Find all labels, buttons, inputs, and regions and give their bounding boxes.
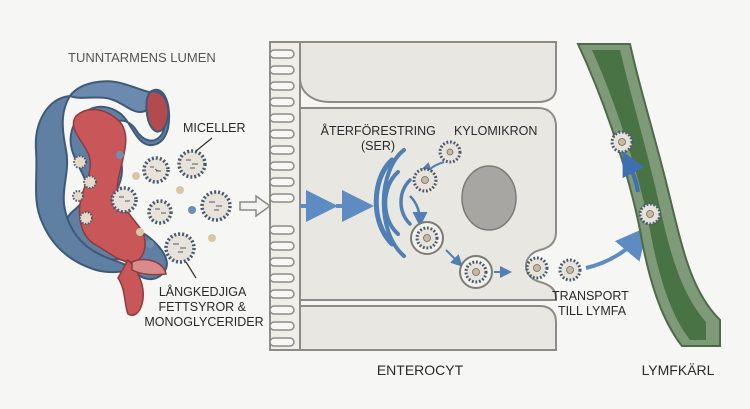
reesterification-label-line2: (SER) (361, 139, 395, 153)
lymph-arrow (585, 226, 648, 270)
transport-label-line1: TRANSPORT (552, 289, 629, 303)
micelle-pointer (195, 137, 213, 152)
fatty-acid-label: LÅNGKEDJIGA FETTSYROR & MONOGLYCERIDER (144, 284, 263, 329)
fatty-acid-label-line2: FETTSYROR & (159, 300, 247, 314)
lumen-particles (116, 151, 216, 248)
lumen-label: TUNNTARMENS LUMEN (68, 50, 216, 65)
enterocyte-label: ENTEROCYT (377, 362, 464, 378)
reesterification-label-line1: ÅTERFÖRESTRING (321, 123, 436, 138)
micelle-label: MICELLER (183, 121, 246, 135)
reesterification-label: ÅTERFÖRESTRING (SER) (321, 123, 440, 153)
transport-label: TRANSPORT TILL LYMFA (552, 289, 632, 318)
micelle (164, 232, 196, 264)
fatty-acid-label-line3: MONOGLYCERIDER (144, 315, 263, 329)
chylomicrons (410, 140, 582, 289)
chylomicron (438, 140, 462, 164)
chylomicron (412, 167, 438, 193)
golgi-vesicle (410, 221, 444, 255)
nucleus (461, 165, 517, 231)
uptake-arrow (239, 194, 272, 218)
micelles (110, 149, 232, 264)
lymph-chylomicron (638, 202, 662, 226)
enterocyte-bottom (288, 305, 557, 351)
intestine-exit (131, 258, 167, 276)
fatty-acid-pointer (185, 261, 197, 279)
extracellular-chylomicron (558, 258, 582, 282)
vesicle-arrow (445, 249, 463, 267)
micelle (147, 199, 173, 225)
enterocyte-main (299, 107, 557, 301)
micelle (142, 156, 170, 184)
lymph-vessel-label: LYMFKÄRL (642, 362, 715, 378)
micelle (110, 186, 138, 214)
micelle (200, 190, 232, 222)
microvilli (269, 49, 295, 347)
enterocyte-top (290, 41, 557, 103)
enterocyte-cells (269, 41, 557, 351)
intestine-tail (117, 258, 144, 316)
secretory-vesicle (459, 255, 493, 289)
intestine-opening (145, 90, 170, 133)
transport-label-line2: TILL LYMFA (558, 304, 627, 318)
small-intestine (34, 80, 171, 316)
fatty-acid-label-line1: LÅNGKEDJIGA (159, 284, 247, 299)
lymph-chylomicron (610, 130, 634, 154)
exocytosed-chylomicron (525, 256, 549, 280)
micelle (177, 149, 207, 179)
smooth-er (373, 148, 412, 258)
intestine-micelles (72, 155, 97, 225)
chylomicron-label: KYLOMIKRON (454, 124, 537, 138)
lymph-flow-arrow (622, 151, 645, 193)
lymph-vessel-lumen (592, 50, 706, 340)
er-out-arrow (409, 195, 428, 227)
lymph-vessel (576, 43, 721, 347)
